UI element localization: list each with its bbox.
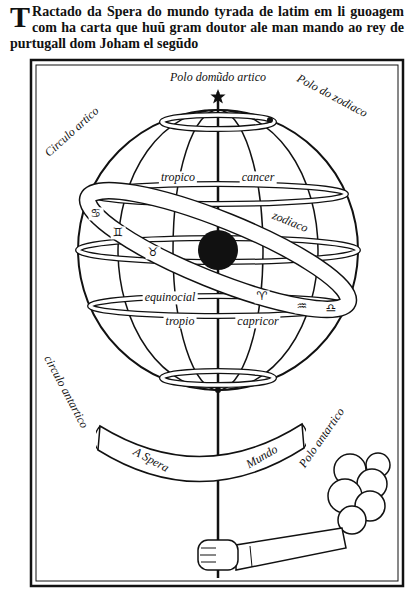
circle-label: cancer — [240, 171, 277, 184]
circle-label: equinocial — [143, 291, 198, 304]
cuff-line — [250, 546, 252, 567]
zodiac-band — [77, 170, 359, 331]
antarctic-pole — [215, 387, 221, 393]
zodiac-band-edge — [77, 170, 359, 331]
circle-label: Polo domũdo artico — [168, 71, 268, 84]
zodiac-sign: ♈ — [255, 290, 270, 303]
zodiac-sign: ♎ — [324, 302, 339, 315]
zodiac-sign: ♉ — [146, 246, 161, 259]
pole-star — [210, 89, 225, 104]
frame-outer — [31, 60, 403, 586]
zodiac-pole — [267, 117, 273, 123]
hand — [198, 540, 238, 570]
finger-line — [201, 548, 216, 549]
circle-label: zodiaco — [268, 208, 311, 236]
earth — [198, 230, 238, 270]
frame-inner — [36, 65, 398, 581]
circle-label: Circulo artico — [41, 103, 103, 161]
arctic-circle — [162, 115, 274, 129]
banner-scroll: A SperaMundo — [96, 418, 306, 490]
antarctic-circle — [162, 371, 274, 385]
antarctic-circle-inner — [162, 371, 274, 385]
circle-label: capricor — [235, 315, 280, 328]
parallel-circles — [78, 115, 358, 385]
sphere-outline — [78, 110, 358, 390]
zodiac-sign: ♒ — [295, 300, 310, 313]
finger-line — [201, 562, 216, 563]
circle-label: circulo antartico — [40, 352, 91, 433]
title: TRactado da Spera do mundo tyrada de lat… — [10, 4, 404, 52]
sleeve — [236, 528, 346, 570]
banner-ribbon — [98, 424, 304, 482]
finger-line — [200, 555, 216, 556]
zodiac-sign: ♋ — [89, 207, 104, 220]
circle-label: tropio — [164, 315, 197, 328]
colure — [173, 110, 263, 390]
cloud — [328, 453, 390, 534]
circle-label: Polo do zodiaco — [293, 71, 372, 121]
zodiac-sign: ♊ — [111, 226, 126, 239]
circle-label: tropico — [159, 171, 197, 184]
arctic-circle-inner — [162, 115, 274, 129]
zodiac-band-face — [77, 170, 359, 331]
polar-axis — [217, 92, 220, 578]
